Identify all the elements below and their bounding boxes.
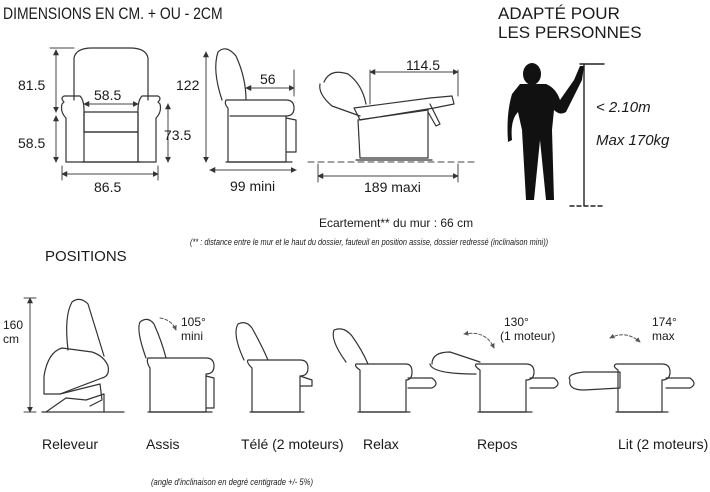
position-tele-chair <box>235 322 313 413</box>
front-height-total: 81.5 <box>18 77 46 93</box>
assis-angle-note: mini <box>181 329 204 343</box>
repos-angle-note: (1 moteur) <box>500 329 556 343</box>
positions-footnote: (angle d'inclinaison en degré centigrade… <box>151 477 314 487</box>
position-relax-chair <box>332 328 437 413</box>
positions-height-value: 160 <box>3 318 24 332</box>
position-label-releveur: Releveur <box>42 436 99 452</box>
position-releveur-chair <box>41 298 125 413</box>
reclined-view-chair <box>319 71 455 161</box>
assis-angle: 105° <box>181 315 206 329</box>
side-view-chair <box>215 48 297 163</box>
front-width: 86.5 <box>94 179 122 195</box>
wall-distance-label: Ecartement** du mur : 66 cm <box>319 216 474 230</box>
side-seat-depth: 56 <box>260 71 276 87</box>
lit-angle-note: max <box>652 329 675 343</box>
reclined-length-total: 189 maxi <box>364 179 421 195</box>
dimensions-title: DIMENSIONS EN CM. + OU - 2CM <box>3 4 223 23</box>
lit-angle: 174° <box>652 315 677 329</box>
reclined-length-top: 114.5 <box>406 57 440 73</box>
positions-title: POSITIONS <box>45 248 127 265</box>
position-label-relax: Relax <box>363 436 399 452</box>
wall-distance-note: (** : distance entre le mur et le haut d… <box>190 237 549 247</box>
positions-height-unit: cm <box>3 332 19 346</box>
adapted-title-line1: ADAPTÉ POUR <box>498 4 620 23</box>
side-height: 122 <box>176 77 200 93</box>
front-seat-height: 58.5 <box>18 135 46 151</box>
person-height-limit: < 2.10m <box>596 99 651 116</box>
position-label-repos: Repos <box>477 436 518 452</box>
adapted-title-line2: LES PERSONNES <box>498 23 642 42</box>
position-lit-chair <box>568 363 695 413</box>
front-view-dimension-lines <box>49 47 171 181</box>
person-silhouette <box>507 63 584 200</box>
side-depth: 99 mini <box>230 178 276 194</box>
reclined-view-dimension-lines <box>307 69 475 183</box>
angle-arrows <box>159 317 641 349</box>
positions-height-dimension <box>23 297 37 413</box>
side-view-dimension-lines <box>203 51 297 173</box>
position-label-lit: Lit (2 moteurs) <box>618 436 709 452</box>
position-label-tele: Télé (2 moteurs) <box>241 436 344 452</box>
front-armrest-height: 73.5 <box>164 127 192 143</box>
person-height-marker <box>569 63 605 207</box>
position-repos-chair <box>429 351 559 413</box>
front-view-chair <box>60 47 162 163</box>
position-label-assis: Assis <box>146 436 180 452</box>
position-assis-chair <box>138 318 215 413</box>
repos-angle: 130° <box>504 315 529 329</box>
person-weight-limit: Max 170kg <box>596 132 670 149</box>
front-seat-width: 58.5 <box>94 87 122 103</box>
